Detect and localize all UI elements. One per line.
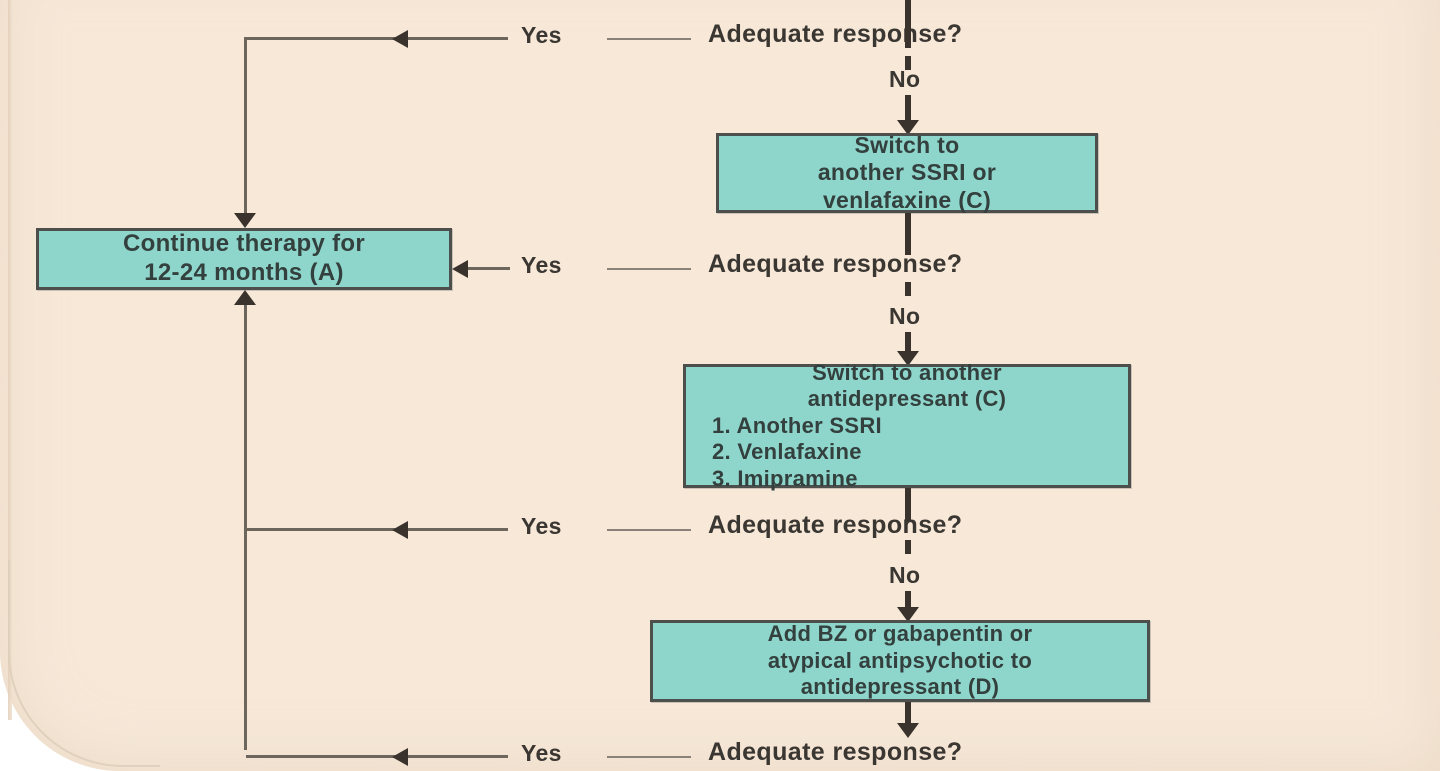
decision-1-no-stem-lower	[905, 95, 911, 123]
decision-3-no-label: No	[889, 562, 921, 588]
decision-2-no-stem-upper	[905, 282, 911, 296]
decision-1-question: Adequate response?	[708, 20, 963, 48]
yes-feedback-vertical	[244, 300, 247, 750]
decision-2-question: Adequate response?	[708, 250, 963, 278]
switch-ssri-exit-stem	[905, 213, 911, 255]
decision-4-yes-rule	[607, 756, 691, 758]
decision-3-no-stem-lower	[905, 591, 911, 613]
box-switch-antidepressant: Switch to another antidepressant (C) 1. …	[683, 360, 1131, 491]
decision-4-yes-label: Yes	[521, 740, 562, 766]
decision-2-no-stem-lower	[905, 332, 911, 356]
box-switch-ssri-line-1: Switch to	[854, 131, 960, 158]
decision-4-yes-connector	[246, 755, 508, 758]
box-switch-antidepressant-item-2: 2. Venlafaxine	[712, 439, 862, 465]
box-switch-antidepressant-heading-2: antidepressant (C)	[807, 386, 1007, 412]
decision-1-no-stem-upper	[905, 0, 911, 48]
decision-3-yes-arrowhead	[392, 521, 408, 539]
decision-4-entry-arrow	[897, 723, 919, 738]
box-add-augmentation-line-3: antidepressant (D)	[800, 674, 1000, 700]
box-add-augmentation: Add BZ or gabapentin or atypical antipsy…	[650, 620, 1150, 702]
box-continue-therapy-line-1: Continue therapy for	[122, 230, 365, 258]
decision-2-yes-rule	[607, 268, 691, 270]
switch-antidepressant-entry-arrow	[897, 351, 919, 366]
decision-3-yes-connector	[246, 528, 508, 531]
box-switch-antidepressant-heading-1: Switch to another	[812, 360, 1002, 386]
decision-1-no-stem-mid	[905, 56, 911, 70]
decision-1-yes-rule	[607, 38, 691, 40]
decision-2-yes-connector	[468, 267, 510, 270]
add-augment-entry-arrow	[897, 607, 919, 622]
yes-path-to-continue-therapy	[244, 37, 247, 223]
box-switch-ssri-line-2: another SSRI or	[817, 159, 997, 186]
box-switch-ssri-venlafaxine: Switch to another SSRI or venlafaxine (C…	[716, 131, 1098, 213]
decision-1-no-label: No	[889, 66, 921, 92]
box-switch-antidepressant-item-1: 1. Another SSRI	[712, 412, 882, 438]
decision-4-yes-arrowhead	[392, 748, 408, 766]
decision-3-yes-rule	[607, 529, 691, 531]
box-add-augmentation-line-2: atypical antipsychotic to	[767, 647, 1033, 673]
add-augmentation-exit-stem	[905, 702, 911, 730]
continue-therapy-entry-arrow-bottom	[234, 290, 256, 305]
box-add-augmentation-line-1: Add BZ or gabapentin or	[767, 621, 1033, 647]
page-edge-stripe	[8, 0, 12, 720]
box-continue-therapy-line-2: 12-24 months (A)	[144, 259, 344, 286]
decision-4-question: Adequate response?	[708, 738, 963, 766]
decision-3-question: Adequate response?	[708, 511, 963, 539]
box-switch-ssri-line-3: venlafaxine (C)	[822, 186, 992, 213]
decision-2-yes-label: Yes	[521, 252, 562, 278]
switch-ssri-entry-arrow	[897, 120, 919, 135]
decision-3-no-stem-upper	[905, 540, 911, 554]
continue-therapy-entry-arrow-top	[234, 213, 256, 228]
box-switch-antidepressant-item-3: 3. Imipramine	[712, 465, 858, 491]
decision-1-yes-connector	[246, 37, 508, 40]
decision-2-no-label: No	[889, 303, 921, 329]
decision-1-yes-label: Yes	[521, 22, 562, 48]
decision-1-yes-arrowhead	[392, 30, 408, 48]
page-corner-fold-line	[8, 560, 160, 767]
box-continue-therapy: Continue therapy for 12-24 months (A)	[36, 228, 452, 290]
switch-antidepressant-exit-stem	[905, 488, 911, 522]
decision-3-yes-label: Yes	[521, 513, 562, 539]
continue-therapy-entry-arrow-right	[452, 260, 468, 278]
